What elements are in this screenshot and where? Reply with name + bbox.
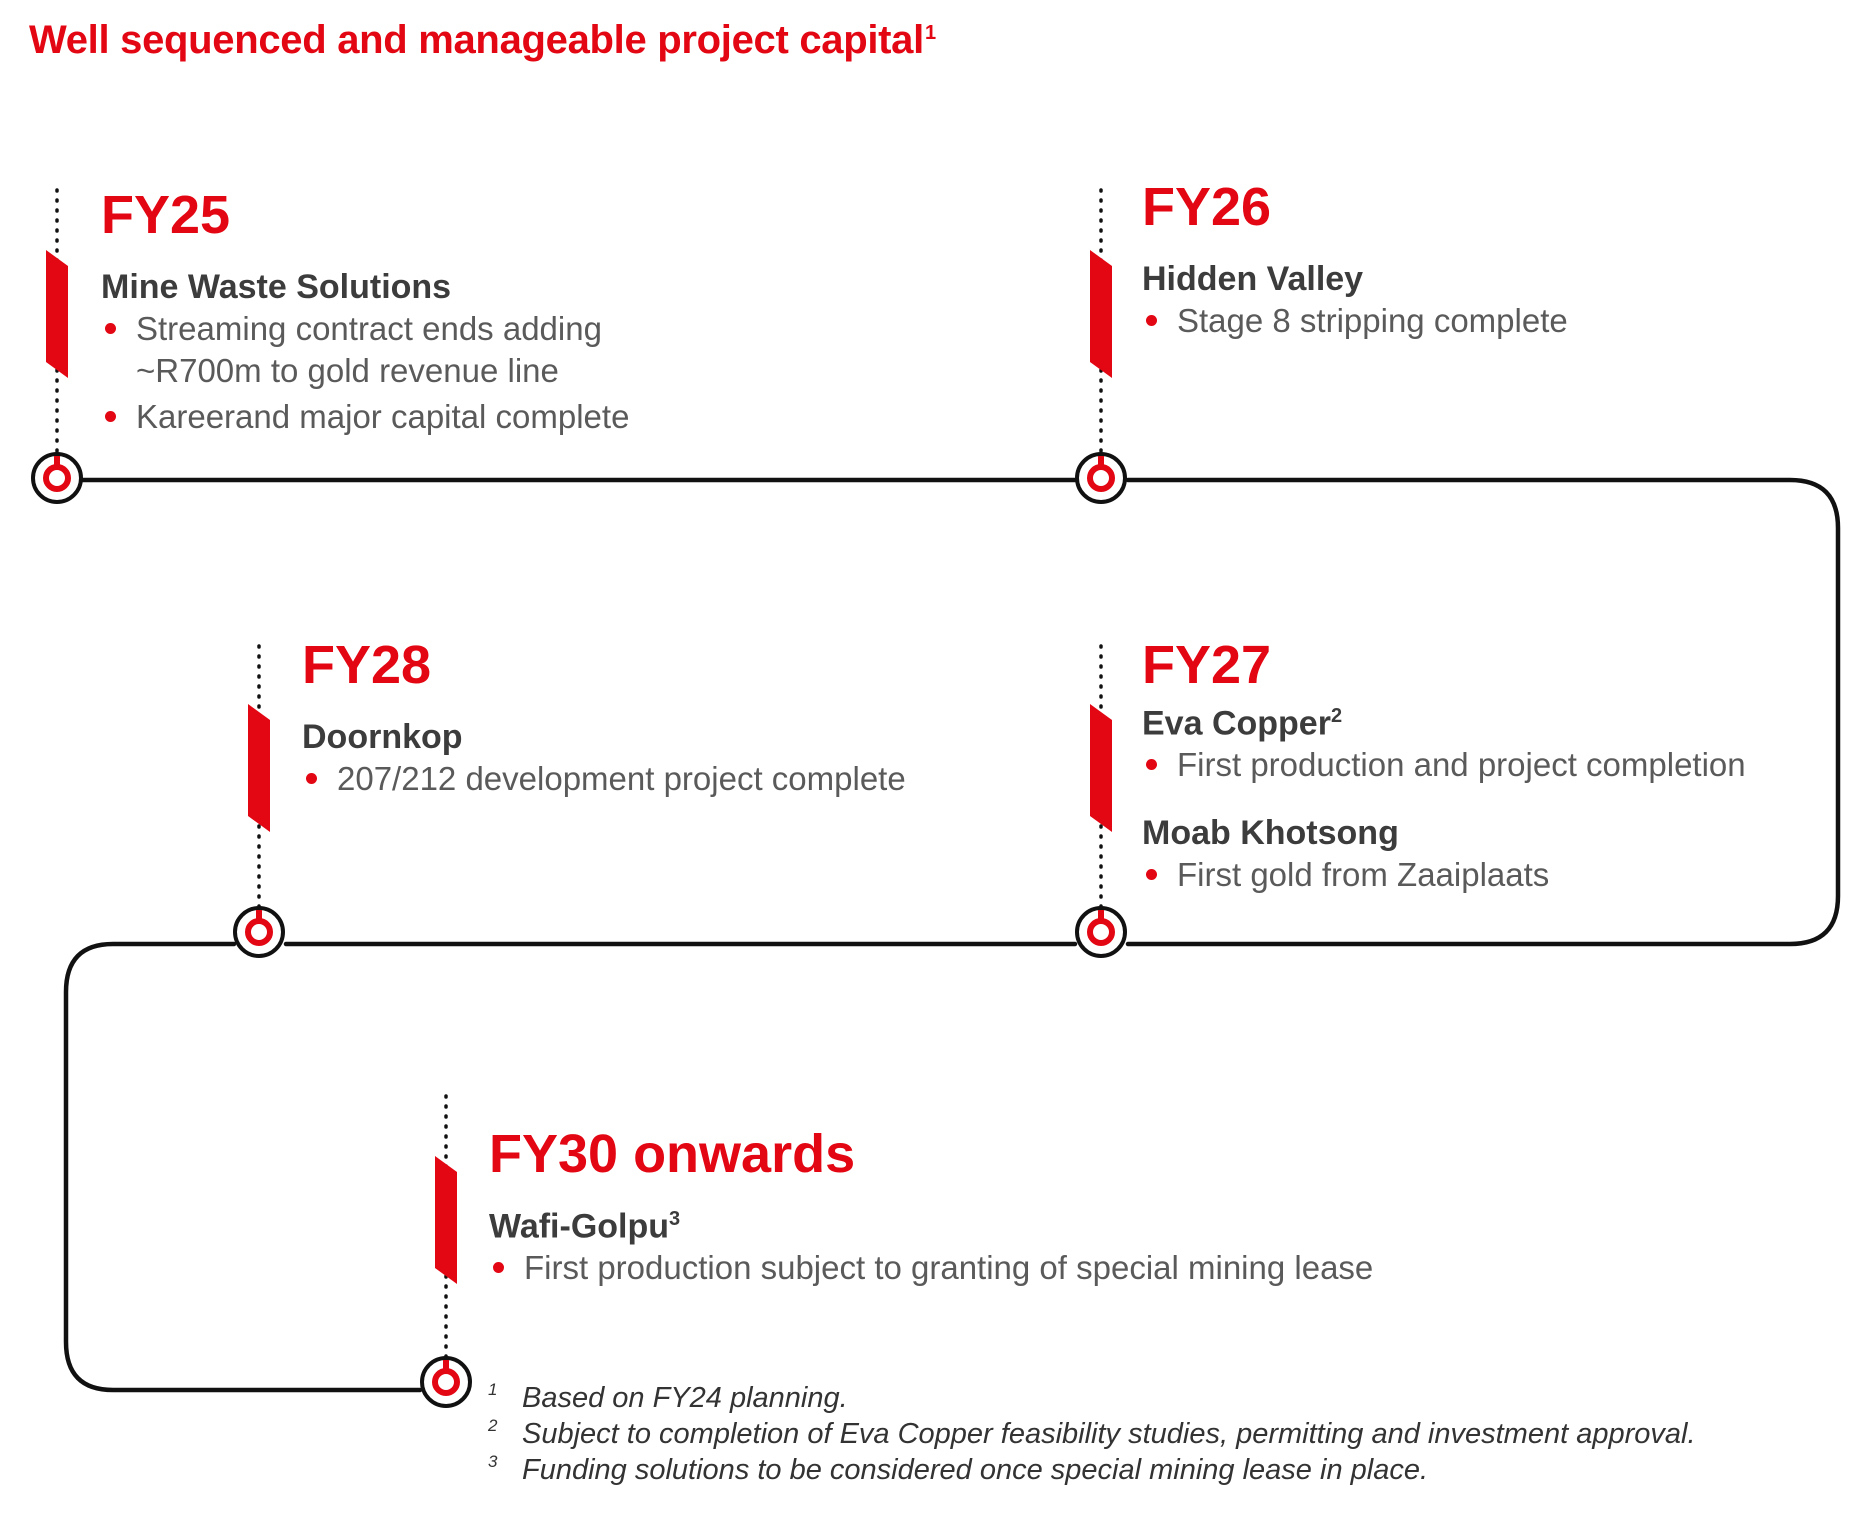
project-name: Hidden Valley bbox=[1142, 262, 1568, 296]
project-name-text: Doornkop bbox=[302, 718, 463, 756]
project-name: Doornkop bbox=[302, 720, 906, 754]
footnote-text: Subject to completion of Eva Copper feas… bbox=[522, 1418, 1696, 1450]
project-name-text: Eva Copper bbox=[1142, 704, 1331, 743]
bullet-line: First gold from Zaaiplaats bbox=[1177, 856, 1550, 894]
footnote: 3 Funding solutions to be considered once… bbox=[488, 1452, 1696, 1488]
footnote-number: 1 bbox=[488, 1380, 498, 1399]
red-flag-accent bbox=[46, 250, 68, 378]
footnote-number: 2 bbox=[488, 1416, 498, 1435]
page-title: Well sequenced and manageable project ca… bbox=[29, 18, 936, 63]
footnotes: 1 Based on FY24 planning. 2 Subject to com… bbox=[488, 1380, 1696, 1488]
project-name-text: Hidden Valley bbox=[1142, 260, 1364, 298]
milestone-marker-tick bbox=[1098, 910, 1104, 922]
milestone-marker-ring bbox=[31, 452, 83, 504]
bullet-line: First production subject to granting of … bbox=[524, 1249, 1374, 1287]
red-flag-accent bbox=[435, 1156, 457, 1284]
footnote-text: Funding solutions to be considered once … bbox=[522, 1454, 1429, 1486]
milestone-year: FY28 bbox=[302, 635, 432, 695]
project-name: Mine Waste Solutions bbox=[101, 270, 629, 304]
milestone-year: FY30 onwards bbox=[489, 1124, 856, 1184]
red-flag-accent bbox=[1090, 704, 1112, 832]
milestone-marker-ring bbox=[1075, 452, 1127, 504]
milestone-fy27: FY27 Eva Copper2 First production and pr… bbox=[1142, 638, 1746, 896]
milestone-fy30-onwards: FY30 onwards Wafi-Golpu3 First productio… bbox=[489, 1127, 1373, 1289]
project-name: Wafi-Golpu3 bbox=[489, 1209, 1373, 1243]
milestone-marker-tick bbox=[443, 1360, 449, 1372]
milestone-year: FY25 bbox=[101, 185, 231, 245]
milestone-fy25: FY25 Mine Waste Solutions Streaming cont… bbox=[101, 188, 629, 438]
bullet-line: 207/212 development project complete bbox=[337, 760, 906, 797]
bullet-list: First production and project completion bbox=[1142, 744, 1746, 786]
timeline-line bbox=[63, 477, 1841, 1393]
bullet-line: First production and project completion bbox=[1177, 746, 1746, 784]
bullet-item: 207/212 development project complete bbox=[302, 758, 906, 800]
project-name: Eva Copper2 bbox=[1142, 706, 1746, 740]
footnote: 1 Based on FY24 planning. bbox=[488, 1380, 1696, 1416]
milestone-marker-tick bbox=[256, 910, 262, 922]
bullet-item: First gold from Zaaiplaats bbox=[1142, 854, 1746, 896]
bullet-item: Streaming contract ends adding ~R700m to… bbox=[101, 308, 629, 392]
bullet-item: Kareerand major capital complete bbox=[101, 396, 629, 438]
red-flag-accent bbox=[248, 704, 270, 832]
footnote-ref: 3 bbox=[669, 1208, 681, 1230]
milestone-year: FY27 bbox=[1142, 635, 1272, 695]
milestone-year: FY26 bbox=[1142, 177, 1272, 237]
project-name-text: Mine Waste Solutions bbox=[101, 268, 452, 306]
title-text: Well sequenced and manageable project ca… bbox=[29, 18, 924, 62]
milestone-marker-ring bbox=[420, 1356, 472, 1408]
milestone-marker-ring bbox=[233, 906, 285, 958]
milestone-fy28: FY28 Doornkop 207/212 development projec… bbox=[302, 638, 906, 800]
title-footnote-ref: 1 bbox=[924, 21, 936, 44]
milestone-marker-tick bbox=[54, 456, 60, 468]
bullet-item: First production subject to granting of … bbox=[489, 1247, 1373, 1289]
footnote-text: Based on FY24 planning. bbox=[522, 1382, 848, 1414]
red-flag-accent bbox=[1090, 250, 1112, 378]
project-name: Moab Khotsong bbox=[1142, 816, 1746, 850]
footnote: 2 Subject to completion of Eva Copper fea… bbox=[488, 1416, 1696, 1452]
bullet-item: First production and project completion bbox=[1142, 744, 1746, 786]
bullet-line: ~R700m to gold revenue line bbox=[136, 352, 559, 389]
bullet-list: First production subject to granting of … bbox=[489, 1247, 1373, 1289]
milestone-marker-ring bbox=[1075, 906, 1127, 958]
bullet-line: Kareerand major capital complete bbox=[136, 398, 630, 435]
bullet-item: Stage 8 stripping complete bbox=[1142, 300, 1568, 342]
bullet-list: 207/212 development project complete bbox=[302, 758, 906, 800]
bullet-line: Stage 8 stripping complete bbox=[1177, 302, 1568, 339]
bullet-list: First gold from Zaaiplaats bbox=[1142, 854, 1746, 896]
milestone-marker-tick bbox=[1098, 456, 1104, 468]
bullet-line: Streaming contract ends adding bbox=[136, 310, 602, 347]
bullet-list: Stage 8 stripping complete bbox=[1142, 300, 1568, 342]
footnote-number: 3 bbox=[488, 1452, 498, 1471]
bullet-list: Streaming contract ends adding ~R700m to… bbox=[101, 308, 629, 438]
project-name-text: Wafi-Golpu bbox=[489, 1207, 670, 1246]
milestone-fy26: FY26 Hidden Valley Stage 8 stripping com… bbox=[1142, 180, 1568, 342]
project-name-text: Moab Khotsong bbox=[1142, 814, 1399, 853]
footnote-ref: 2 bbox=[1330, 705, 1343, 727]
